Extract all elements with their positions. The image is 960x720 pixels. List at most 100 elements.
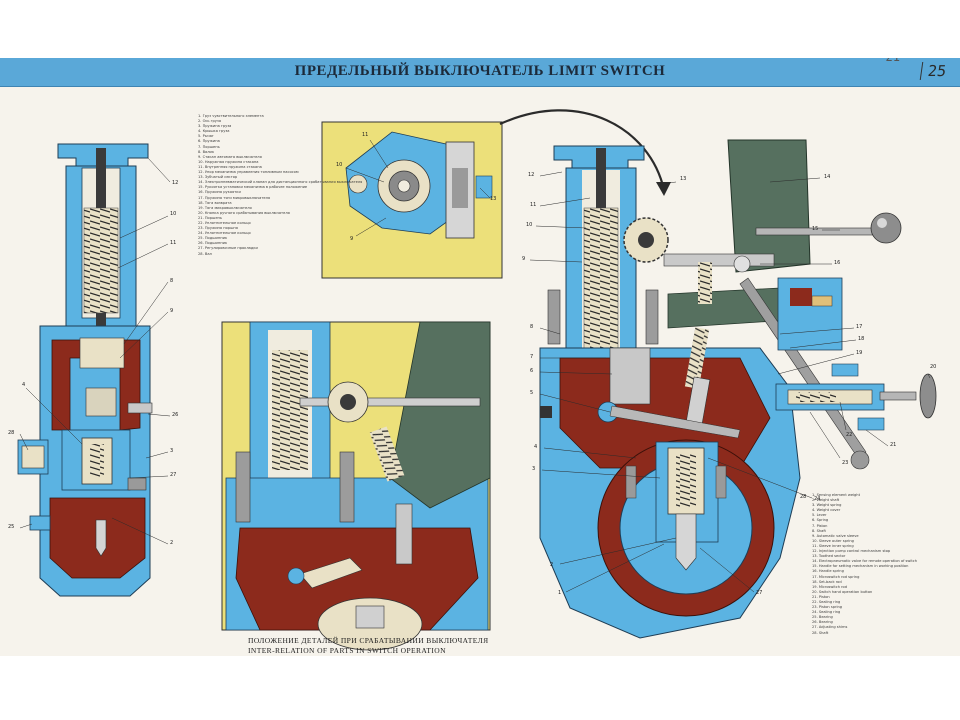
list-item: 6. Пружина xyxy=(198,139,220,144)
list-item: 28. Shaft xyxy=(812,630,829,635)
callout-left-28: 28 xyxy=(8,430,15,436)
callout-right-9: 9 xyxy=(522,256,526,262)
left-section-view xyxy=(17,143,153,597)
list-item: 9. Стакан автомата выключателя xyxy=(198,154,262,159)
hand-operation-button xyxy=(919,373,937,419)
list-item: 23. Пружина поршня xyxy=(198,226,238,231)
list-item: 23. Piston spring xyxy=(812,605,843,610)
limit-switch-diagram xyxy=(17,109,937,651)
list-item: 16. Пружина рукоятки xyxy=(198,190,241,195)
callout-right-4: 4 xyxy=(534,444,538,450)
list-item: 24. Sealing ring xyxy=(812,610,841,615)
list-item: 22. Уплотнительное кольцо xyxy=(198,220,251,225)
legend-english: 1. Sensing element weight 2. Weight shaf… xyxy=(812,493,917,636)
callout-right-8: 8 xyxy=(530,324,534,330)
callout-right-12: 12 xyxy=(528,172,535,178)
list-item: 6. Spring xyxy=(812,518,829,523)
list-item: 25. Bearing xyxy=(812,615,833,620)
list-item: 16. Handle spring xyxy=(812,569,844,574)
callout-left-12: 12 xyxy=(172,180,179,186)
callout-left-8: 8 xyxy=(170,278,174,284)
list-item: 26. Подшипник xyxy=(198,241,228,246)
operation-caption: ПОЛОЖЕНИЕ ДЕТАЛЕЙ ПРИ СРАБАТЫВАНИИ ВЫКЛЮ… xyxy=(248,636,489,656)
list-item: 4. Weight cover xyxy=(812,508,841,513)
setting-handle-knob xyxy=(870,212,902,244)
list-item: 20. Кнопка ручного срабатывания выключат… xyxy=(198,210,290,215)
list-item: 19. Тяга микровыключателя xyxy=(198,205,252,210)
list-item: 9. Automatic valve sleeve xyxy=(812,533,859,538)
list-item: 3. Пружина груза xyxy=(198,124,232,129)
callout-right-14: 14 xyxy=(824,174,831,180)
title-band: ПРЕДЕЛЬНЫЙ ВЫКЛЮЧАТЕЛЬ LIMIT SWITCH 21 2… xyxy=(0,58,960,87)
callout-inset-9: 9 xyxy=(350,236,354,242)
callout-right-20: 20 xyxy=(930,364,937,370)
list-item: 11. Sleeve inner spring xyxy=(812,543,854,548)
callout-left-4: 4 xyxy=(22,382,26,388)
list-item: 14. Electropneumatic valve for remote op… xyxy=(812,559,918,564)
list-item: 17. Microswitch rod spring xyxy=(812,574,860,579)
list-item: 3. Weight spring xyxy=(812,503,842,508)
callout-left-2: 2 xyxy=(170,540,174,546)
callout-inset-10: 10 xyxy=(336,162,343,168)
callout-inset-11: 11 xyxy=(362,132,369,138)
list-item: 1. Груз чувствительного элемента xyxy=(198,114,264,118)
list-item: 7. Поршень xyxy=(198,144,220,149)
list-item: 15. Рукоятка установки механизма в рабоч… xyxy=(198,185,308,190)
callout-left-27: 27 xyxy=(170,472,177,478)
list-item: 18. Тяга возврата xyxy=(198,200,232,205)
list-item: 19. Microswitch rod xyxy=(812,584,848,589)
list-item: 17. Пружина тяги микровыключателя xyxy=(198,195,271,200)
list-item: 10. Наружная пружина стакана xyxy=(198,159,259,164)
caption-english: INTER-RELATION OF PARTS IN SWITCH OPERAT… xyxy=(248,646,446,655)
callout-right-5: 5 xyxy=(530,390,534,396)
list-item: 13. Toothed sector xyxy=(812,554,846,559)
callout-left-3: 3 xyxy=(170,448,174,454)
callout-left-25: 25 xyxy=(8,524,15,530)
list-item: 27. Регулировочные прокладки xyxy=(198,246,258,251)
list-item: 2. Ось груза xyxy=(198,119,222,124)
callout-right-1: 1 xyxy=(558,590,562,596)
callout-right-11: 11 xyxy=(530,202,537,208)
callout-right-16: 16 xyxy=(834,260,841,266)
list-item: 5. Рычаг xyxy=(198,134,214,139)
list-item: 12. Injection pump control mechanism sto… xyxy=(812,549,891,554)
list-item: 8. Shaft xyxy=(812,528,826,533)
sheet-number-old: 21 xyxy=(886,58,900,64)
list-item: 18. Set-back rod xyxy=(812,579,842,584)
list-item: 11. Внутренняя пружина стакана xyxy=(198,164,262,169)
caption-russian: ПОЛОЖЕНИЕ ДЕТАЛЕЙ ПРИ СРАБАТЫВАНИИ ВЫКЛЮ… xyxy=(248,636,489,645)
list-item: 7. Piston xyxy=(812,523,828,528)
callout-right-3: 3 xyxy=(532,466,536,472)
list-item: 5. Lever xyxy=(812,513,827,518)
list-item: 28. Вал xyxy=(198,251,212,256)
callout-right-19: 19 xyxy=(856,350,863,356)
list-item: 14. Электропневматический клапан для дис… xyxy=(198,180,363,185)
list-item: 26. Bearing xyxy=(812,620,833,625)
callout-right-2: 2 xyxy=(550,562,554,568)
list-item: 21. Поршень xyxy=(198,215,223,220)
list-item: 1. Sensing element weight xyxy=(812,493,860,497)
transition-arrow xyxy=(499,109,666,191)
list-item: 2. Weight shaft xyxy=(812,498,840,503)
legend-russian: 1. Груз чувствительного элемента 2. Ось … xyxy=(198,114,362,257)
callout-left-26: 26 xyxy=(172,412,179,418)
callout-right-21: 21 xyxy=(890,442,897,448)
operation-inset-view xyxy=(221,321,491,651)
list-item: 20. Switch hand operation button xyxy=(812,589,873,594)
list-item: 21. Piston xyxy=(812,594,830,599)
callout-right-23: 23 xyxy=(842,460,849,466)
callout-right-17: 17 xyxy=(856,324,863,330)
poster-title: ПРЕДЕЛЬНЫЙ ВЫКЛЮЧАТЕЛЬ LIMIT SWITCH xyxy=(294,63,666,79)
callout-right-6: 6 xyxy=(530,368,534,374)
callout-right-13: 13 xyxy=(680,176,687,182)
callout-right-28: 28 xyxy=(800,494,807,500)
poster-sheet: ПРЕДЕЛЬНЫЙ ВЫКЛЮЧАТЕЛЬ LIMIT SWITCH 21 2… xyxy=(0,58,960,656)
callout-right-10: 10 xyxy=(526,222,533,228)
list-item: 12. Упор механизма управления топливным … xyxy=(198,170,299,175)
callout-left-11: 11 xyxy=(170,240,177,246)
callout-right-7: 7 xyxy=(530,354,534,360)
callout-right-24: 24 xyxy=(814,496,821,502)
list-item: 8. Валик xyxy=(198,149,215,154)
list-item: 13. Зубчатый сектор xyxy=(198,175,238,180)
list-item: 25. Подшипник xyxy=(198,236,228,241)
